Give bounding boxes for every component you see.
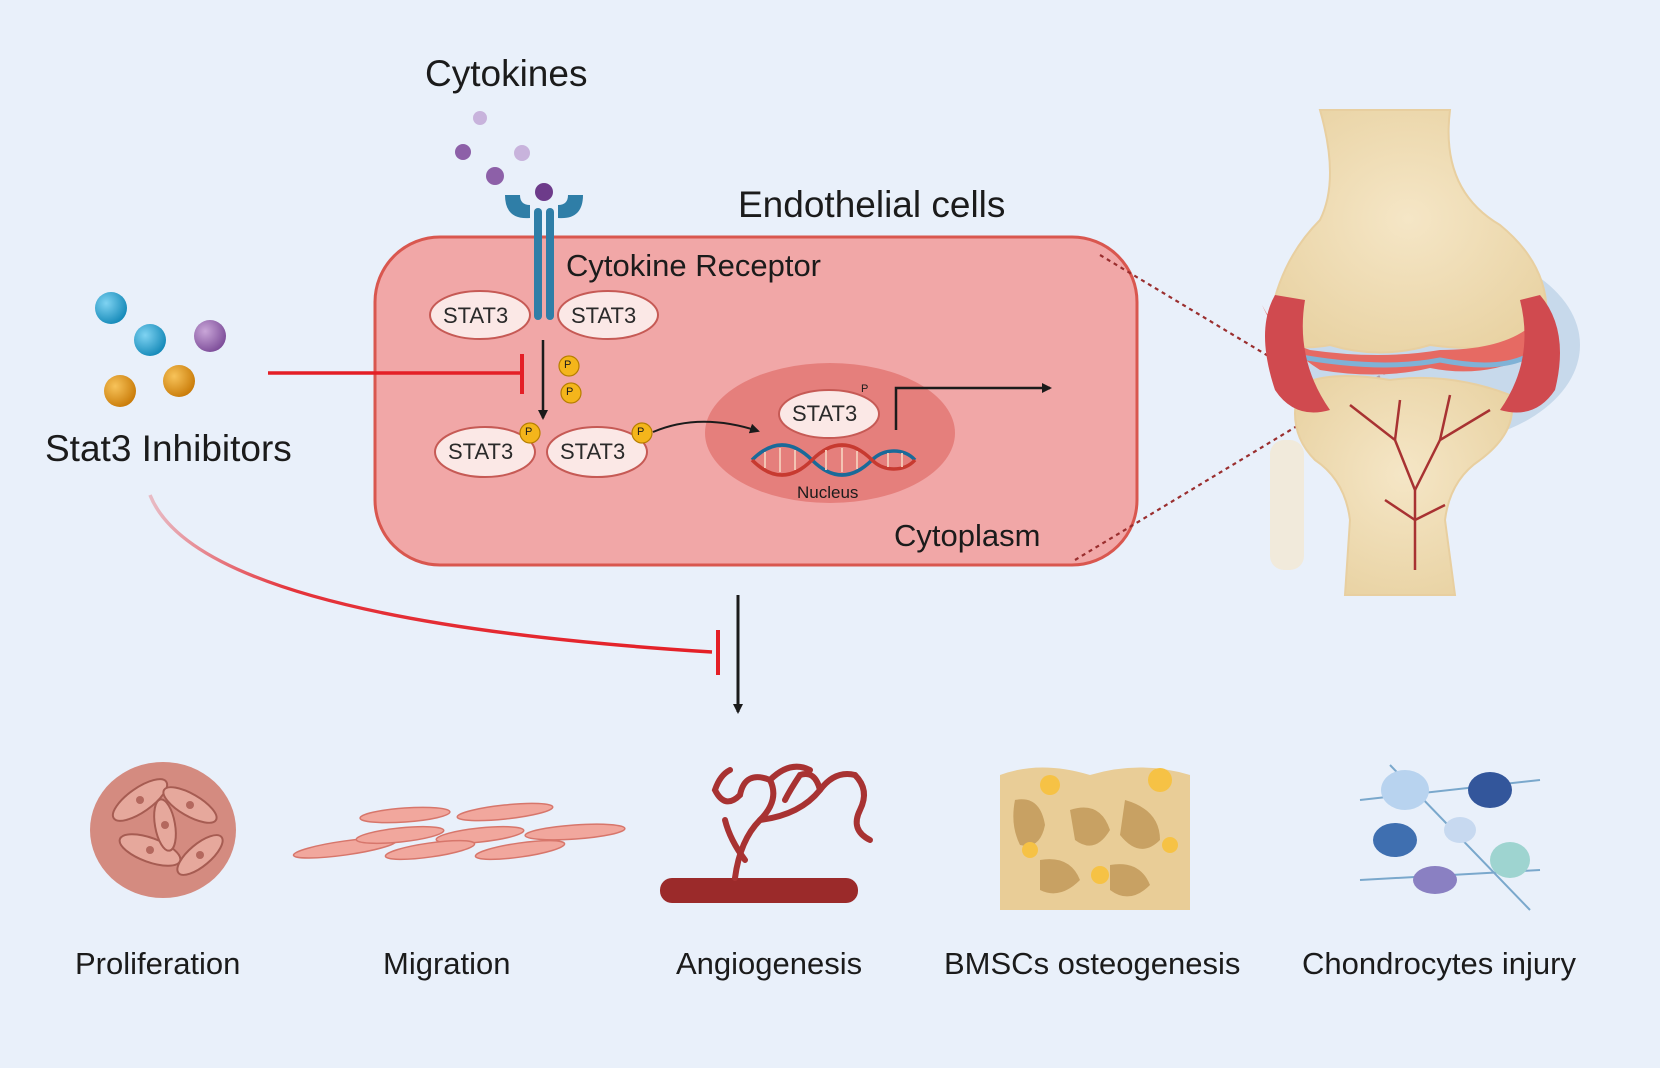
inhibition-outcomes — [148, 494, 720, 675]
nucleus-label: Nucleus — [797, 483, 859, 502]
phospho-label: P — [566, 386, 574, 398]
knee-joint-illustration — [1262, 109, 1580, 596]
cytokine-particles — [455, 111, 553, 201]
phospho-label: P — [525, 426, 533, 438]
outcome-label-chondrocytes-injury: Chondrocytes injury — [1302, 946, 1576, 981]
outcome-label-proliferation: Proliferation — [75, 946, 241, 981]
stat3-nuclear — [778, 389, 880, 439]
cytoplasm-label: Cytoplasm — [894, 518, 1041, 553]
phospho-label: P — [564, 359, 572, 371]
bmsc-osteogenesis-icon — [1000, 767, 1190, 910]
stat3-pair-top — [429, 290, 659, 340]
stat3-pair-phospho — [434, 426, 648, 478]
chondrocyte-injury-icon — [1359, 764, 1541, 911]
inhibition-signaling — [268, 354, 524, 394]
cytokines-label: Cytokines — [425, 53, 588, 94]
stat3-label: STAT3 — [792, 401, 858, 426]
phospho-badges — [519, 355, 877, 444]
angiogenesis-icon — [660, 763, 873, 903]
stat3-label: STAT3 — [443, 303, 509, 328]
inhibitor-molecules — [95, 292, 226, 407]
dna-icon — [750, 443, 917, 477]
stat3-label: STAT3 — [560, 439, 626, 464]
outcome-label-migration: Migration — [383, 946, 511, 981]
phospho-label: P — [637, 426, 645, 438]
stat3-label: STAT3 — [571, 303, 637, 328]
cytokine-receptor — [505, 195, 583, 320]
endothelial-cells-label: Endothelial cells — [738, 184, 1006, 225]
cytokine-receptor-label: Cytokine Receptor — [566, 248, 822, 283]
outcome-label-bmsc-osteogenesis: BMSCs osteogenesis — [944, 946, 1241, 981]
transcription-arrow — [894, 383, 1052, 430]
proliferation-icon — [90, 762, 236, 898]
stat3-label: STAT3 — [448, 439, 514, 464]
migration-icon — [292, 802, 626, 861]
outcome-label-angiogenesis: Angiogenesis — [676, 946, 863, 981]
translocation-arrow — [652, 420, 760, 434]
phospho-label: P — [861, 383, 869, 395]
stat3-inhibitors-label: Stat3 Inhibitors — [45, 428, 292, 469]
